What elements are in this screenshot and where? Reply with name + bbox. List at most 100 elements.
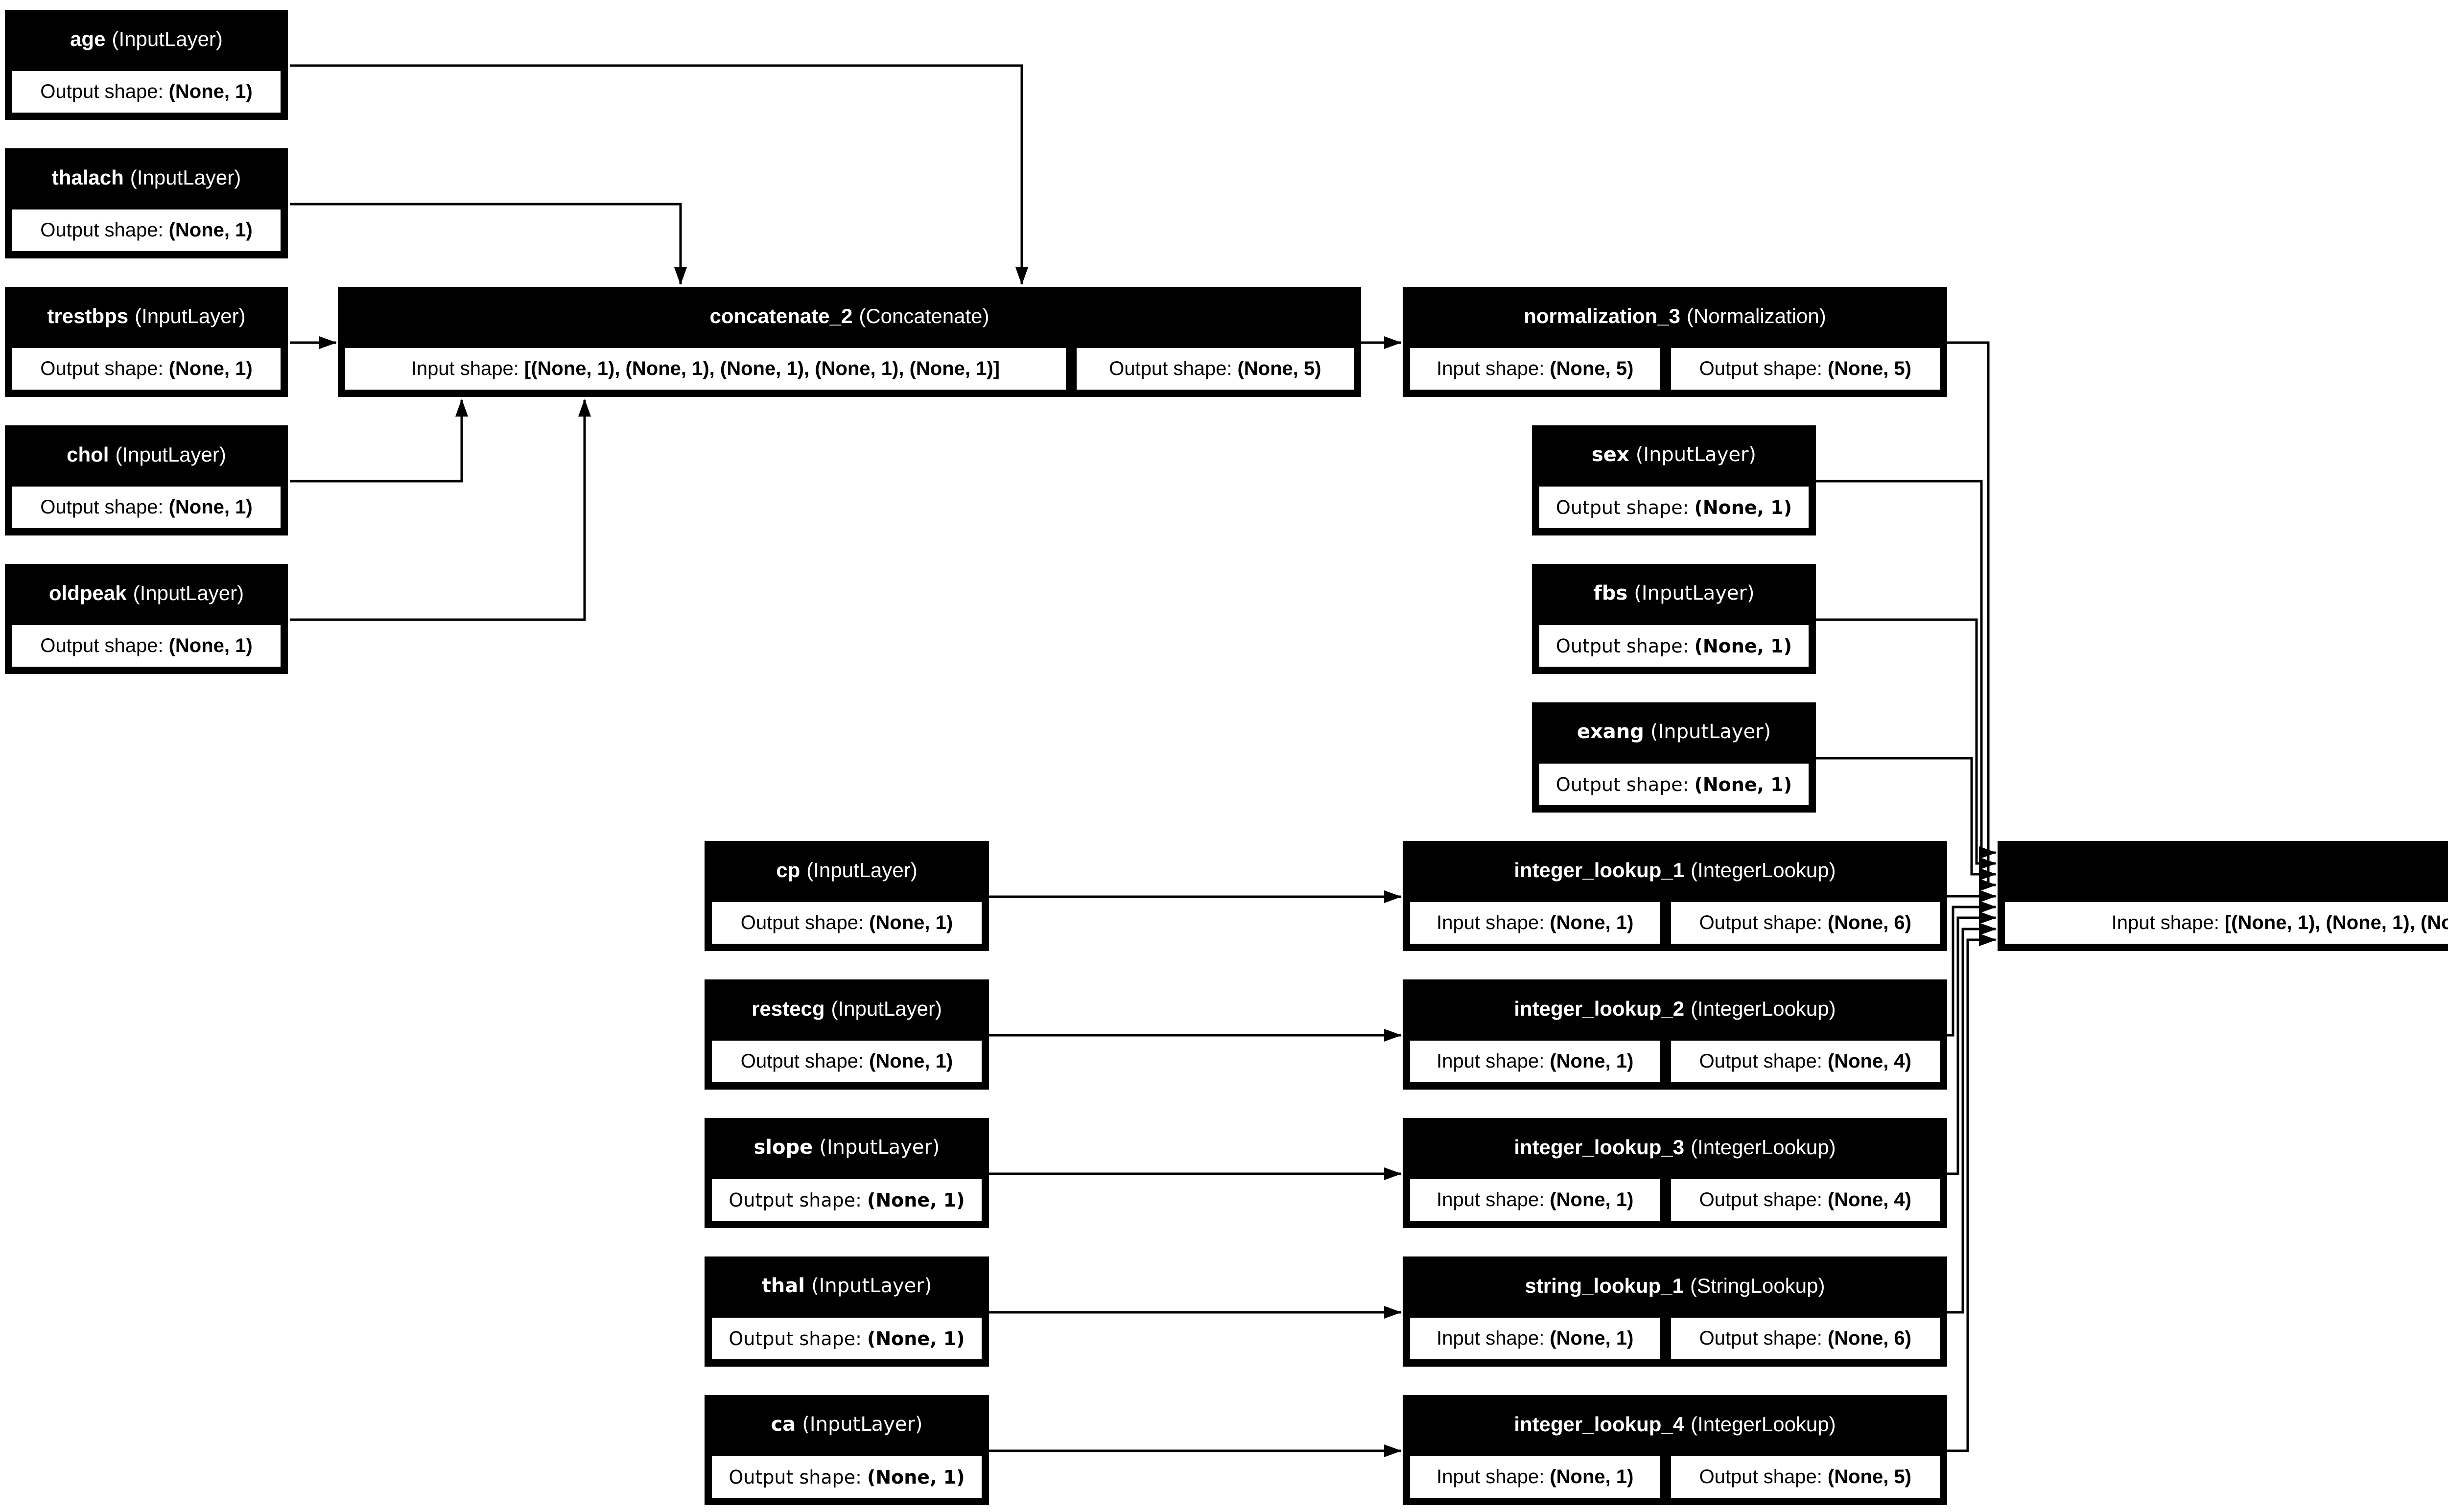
edge-normalization_3-concatenate_3 [1947, 341, 1997, 891]
node-normalization_3: normalization_3 (Normalization) Input sh… [1403, 287, 1947, 397]
node-header: chol (InputLayer) [5, 425, 288, 484]
layer-type: (InputLayer) [811, 1275, 932, 1297]
output-shape-value: (None, 5) [1827, 358, 1911, 379]
output-shape-label: Output shape: [40, 81, 164, 102]
output-shape-value: (None, 1) [1694, 635, 1792, 657]
layer-type: (InputLayer) [112, 27, 223, 50]
node-header: normalization_3 (Normalization) [1403, 287, 1947, 346]
input-shape-label: Input shape: [1436, 358, 1545, 379]
input-shape-label: Input shape: [411, 358, 519, 379]
output-shape-label: Output shape: [1699, 1327, 1822, 1349]
node-header: thal (InputLayer) [705, 1256, 989, 1315]
output-shape-cell: Output shape: (None, 1) [709, 1177, 984, 1223]
output-shape-label: Output shape: [740, 1050, 864, 1072]
layer-type: (IntegerLookup) [1691, 997, 1836, 1020]
layer-type: (InputLayer) [1650, 721, 1771, 743]
node-header: string_lookup_1 (StringLookup) [1403, 1256, 1947, 1315]
node-ca: ca (InputLayer) Output shape: (None, 1) [705, 1395, 989, 1505]
layer-name: slope [753, 1136, 813, 1159]
node-sex: sex (InputLayer) Output shape: (None, 1) [1532, 425, 1816, 535]
output-shape-value: (None, 1) [168, 81, 253, 102]
layer-type: (IntegerLookup) [1691, 1136, 1836, 1159]
output-shape-label: Output shape: [1699, 1050, 1822, 1072]
layer-type: (Normalization) [1687, 304, 1826, 327]
input-shape-cell: Input shape: (None, 1) [1408, 1038, 1663, 1085]
input-shape-value: (None, 1) [1550, 912, 1634, 933]
layer-type: (StringLookup) [1690, 1274, 1825, 1297]
output-shape-cell: Output shape: (None, 1) [1537, 623, 1811, 669]
layer-type: (Concatenate) [859, 304, 989, 327]
node-header: concatenate_2 (Concatenate) [338, 287, 1361, 346]
node-fbs: fbs (InputLayer) Output shape: (None, 1) [1532, 564, 1816, 674]
edge-integer_lookup_3-concatenate_3 [1947, 911, 1997, 1175]
input-shape-cell: Input shape: [(None, 1), (None, 1), (Non… [343, 346, 1068, 392]
layer-name: cp [776, 859, 800, 882]
node-header: integer_lookup_3 (IntegerLookup) [1403, 1118, 1947, 1177]
output-shape-cell: Output shape: (None, 4) [1668, 1038, 1942, 1085]
input-shape-label: Input shape: [1436, 1189, 1545, 1210]
input-shape-value: [(None, 1), (None, 1), (None, 1), (None,… [2224, 912, 2448, 933]
node-header: fbs (InputLayer) [1532, 564, 1816, 623]
node-header: restecg (InputLayer) [705, 979, 989, 1038]
output-shape-value: (None, 5) [1237, 358, 1321, 379]
edge-thalach-concatenate_2 [290, 203, 687, 285]
output-shape-value: (None, 1) [1694, 496, 1792, 518]
output-shape-value: (None, 1) [1694, 773, 1792, 795]
layer-name: integer_lookup_2 [1514, 997, 1685, 1020]
output-shape-label: Output shape: [729, 1466, 862, 1488]
layer-name: oldpeak [48, 582, 127, 605]
output-shape-label: Output shape: [40, 358, 164, 379]
output-shape-value: (None, 4) [1827, 1050, 1911, 1072]
layer-name: chol [67, 443, 109, 466]
node-header: thalach (InputLayer) [5, 148, 288, 207]
layer-name: fbs [1593, 582, 1628, 605]
node-header: integer_lookup_2 (IntegerLookup) [1403, 979, 1947, 1038]
layer-type: (InputLayer) [1634, 582, 1755, 605]
node-integer_lookup_4: integer_lookup_4 (IntegerLookup) Input s… [1403, 1395, 1947, 1505]
output-shape-value: (None, 4) [1827, 1189, 1911, 1210]
output-shape-cell: Output shape: (None, 1) [10, 623, 283, 669]
input-shape-cell: Input shape: [(None, 1), (None, 1), (Non… [2002, 900, 2448, 946]
output-shape-label: Output shape: [729, 1189, 862, 1211]
input-shape-label: Input shape: [1436, 1050, 1545, 1072]
output-shape-cell: Output shape: (None, 1) [1537, 484, 1811, 531]
layer-name: age [70, 27, 106, 50]
layer-name: integer_lookup_3 [1514, 1136, 1685, 1159]
output-shape-label: Output shape: [729, 1327, 862, 1349]
output-shape-value: (None, 6) [1827, 1327, 1911, 1349]
node-string_lookup_1: string_lookup_1 (StringLookup) Input sha… [1403, 1256, 1947, 1367]
edge-integer_lookup_2-concatenate_3 [1947, 901, 1997, 1037]
output-shape-cell: Output shape: (None, 1) [10, 346, 283, 392]
output-shape-value: (None, 5) [1827, 1466, 1911, 1488]
edge-sex-concatenate_3 [1816, 480, 1997, 859]
node-restecg: restecg (InputLayer) Output shape: (None… [705, 979, 989, 1090]
layer-type: (IntegerLookup) [1691, 859, 1836, 882]
input-shape-value: [(None, 1), (None, 1), (None, 1), (None,… [524, 358, 1000, 379]
edge-string_lookup_1-concatenate_3 [1947, 923, 1997, 1314]
layer-type: (InputLayer) [135, 304, 246, 327]
output-shape-cell: Output shape: (None, 1) [709, 1315, 984, 1362]
layer-type: (InputLayer) [133, 582, 244, 605]
input-shape-value: (None, 5) [1550, 358, 1634, 379]
edge-chol-concatenate_2 [290, 399, 468, 483]
node-header: trestbps (InputLayer) [5, 287, 288, 346]
output-shape-cell: Output shape: (None, 1) [10, 484, 283, 531]
output-shape-cell: Output shape: (None, 4) [1668, 1177, 1942, 1223]
node-exang: exang (InputLayer) Output shape: (None, … [1532, 702, 1816, 813]
output-shape-cell: Output shape: (None, 5) [1668, 346, 1942, 392]
layer-name: integer_lookup_4 [1514, 1413, 1685, 1436]
output-shape-value: (None, 6) [1827, 912, 1911, 933]
output-shape-cell: Output shape: (None, 5) [1074, 346, 1356, 392]
layer-type: (InputLayer) [1635, 443, 1757, 466]
node-header: cp (InputLayer) [705, 841, 989, 900]
output-shape-label: Output shape: [1555, 773, 1689, 795]
node-chol: chol (InputLayer) Output shape: (None, 1… [5, 425, 288, 535]
edge-integer_lookup_4-concatenate_3 [1947, 933, 1997, 1452]
layer-type: (InputLayer) [130, 166, 241, 189]
node-concatenate_2: concatenate_2 (Concatenate) Input shape:… [338, 287, 1361, 397]
output-shape-label: Output shape: [1699, 1466, 1822, 1488]
output-shape-cell: Output shape: (None, 1) [709, 900, 984, 946]
output-shape-label: Output shape: [40, 635, 164, 656]
input-shape-cell: Input shape: (None, 5) [1408, 346, 1663, 392]
node-integer_lookup_2: integer_lookup_2 (IntegerLookup) Input s… [1403, 979, 1947, 1090]
